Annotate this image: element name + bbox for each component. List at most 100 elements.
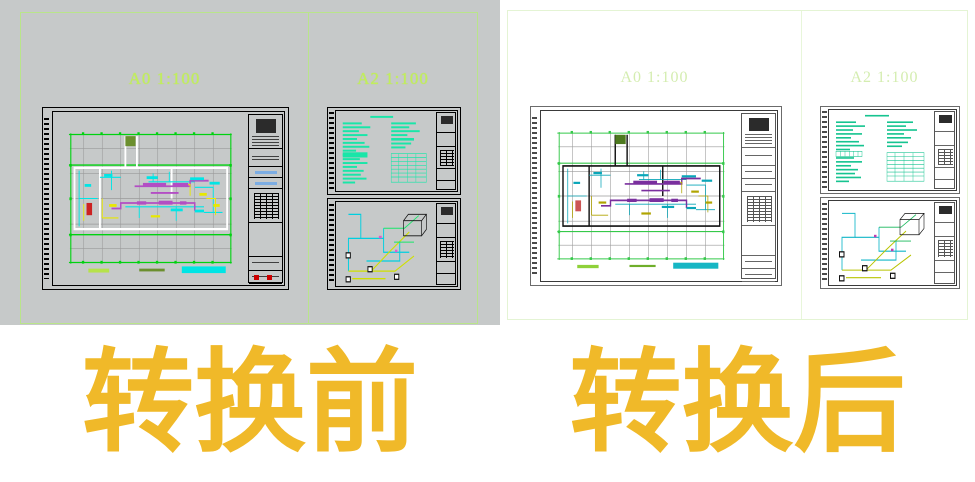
tb-text-lines — [744, 171, 773, 174]
sheet-inner-border — [52, 111, 285, 286]
sheet-inner-border — [540, 110, 778, 282]
tb-row — [935, 203, 954, 223]
after-a2-notes-drawing — [831, 111, 931, 189]
tb-row — [742, 166, 775, 179]
tb-schedule-grid — [938, 240, 953, 257]
before-viewport-divider — [308, 13, 309, 323]
tb-logo — [256, 119, 276, 133]
tb-row — [437, 204, 455, 224]
after-a0-label: A0 1:100 — [620, 69, 689, 86]
tb-row — [249, 223, 282, 257]
after-cell-a2: A2 1:100 — [802, 11, 967, 319]
tb-row — [437, 238, 455, 262]
sheet-title-block — [934, 202, 955, 284]
tb-schedule-grid — [938, 149, 953, 165]
after-a2-label: A2 1:100 — [850, 69, 919, 86]
after-a0-sheet — [530, 106, 782, 286]
tb-row — [742, 114, 775, 148]
after-cell-a0: A0 1:100 — [508, 11, 801, 319]
tb-logo — [441, 116, 453, 124]
tb-text-lines — [744, 274, 773, 277]
tb-row — [742, 148, 775, 166]
tb-highlight — [255, 182, 277, 185]
sheet-title-block — [436, 112, 456, 190]
tb-logo — [749, 118, 769, 131]
tb-schedule-grid — [747, 196, 772, 222]
tb-row — [742, 179, 775, 192]
tb-schedule-grid — [254, 193, 279, 219]
comparison-strip: A0 1:100 — [0, 0, 975, 325]
after-viewport-divider — [801, 11, 802, 319]
after-pane: A0 1:100 — [500, 0, 975, 325]
sheet-binding-marks — [532, 116, 537, 276]
sheet-inner-border — [335, 201, 458, 287]
before-a0-label: A0 1:100 — [128, 69, 201, 88]
tb-text-lines — [744, 134, 773, 146]
sheet-title-block — [248, 114, 283, 284]
tb-text-lines — [251, 156, 280, 162]
after-caption: 转换后 — [569, 338, 906, 468]
tb-row — [437, 147, 455, 169]
tb-row — [249, 189, 282, 223]
before-a0-sheet — [42, 107, 289, 290]
tb-schedule-grid — [440, 150, 454, 166]
before-caption: 转换前 — [82, 338, 418, 468]
after-a2-schematic-drawing — [831, 202, 931, 284]
before-a2-label: A2 1:100 — [357, 69, 429, 88]
sheet-title-block — [741, 113, 776, 282]
tb-row — [249, 178, 282, 189]
before-pane: A0 1:100 — [0, 0, 500, 325]
sheet-title-block — [934, 111, 955, 189]
sheet-binding-marks — [44, 117, 49, 280]
sheet-inner-border — [828, 109, 957, 191]
tb-stamp — [254, 275, 259, 280]
tb-row — [249, 257, 282, 271]
tb-row — [249, 149, 282, 167]
before-a2-sheet-schematic — [327, 198, 461, 290]
sheet-title-block — [436, 203, 456, 285]
after-a2-sheet-notes — [820, 106, 960, 194]
before-a2-schematic-drawing — [338, 203, 433, 285]
tb-row — [437, 169, 455, 181]
after-a0-floorplan — [544, 114, 734, 278]
tb-stamp — [267, 275, 272, 280]
tb-row — [437, 113, 455, 133]
before-cell-a2: A2 1:100 — [309, 13, 477, 323]
tb-row — [249, 115, 282, 149]
tb-text-lines — [251, 262, 280, 265]
after-a2-sheet-schematic — [820, 197, 960, 289]
sheet-inner-border — [828, 200, 957, 286]
tb-row — [742, 269, 775, 282]
sheet-binding-marks — [329, 112, 334, 190]
before-a2-notes-drawing — [338, 112, 433, 190]
tb-row — [935, 132, 954, 146]
tb-text-lines — [744, 155, 773, 158]
tb-row — [249, 271, 282, 284]
tb-row — [742, 226, 775, 256]
caption-band: 转换前 转换后 — [0, 325, 975, 482]
tb-row — [437, 133, 455, 147]
tb-text-lines — [251, 276, 280, 279]
tb-row — [437, 224, 455, 238]
sheet-binding-marks — [822, 111, 827, 189]
tb-text-lines — [744, 261, 773, 264]
after-viewport-frame: A0 1:100 — [507, 10, 968, 320]
before-cell-a0: A0 1:100 — [21, 13, 308, 323]
tb-highlight — [255, 171, 277, 174]
before-a2-sheet-notes — [327, 107, 461, 195]
tb-row — [249, 167, 282, 178]
tb-logo — [441, 207, 453, 215]
tb-row — [935, 237, 954, 261]
tb-row — [437, 262, 455, 274]
tb-schedule-grid — [440, 241, 454, 258]
sheet-inner-border — [335, 110, 458, 192]
tb-row — [935, 223, 954, 237]
tb-row — [742, 256, 775, 269]
tb-row — [935, 261, 954, 273]
before-viewport-frame: A0 1:100 — [20, 12, 478, 324]
tb-logo — [939, 206, 952, 214]
sheet-binding-marks — [822, 202, 827, 284]
before-a0-floorplan — [56, 115, 241, 282]
tb-text-lines — [744, 184, 773, 187]
tb-text-lines — [251, 136, 280, 148]
